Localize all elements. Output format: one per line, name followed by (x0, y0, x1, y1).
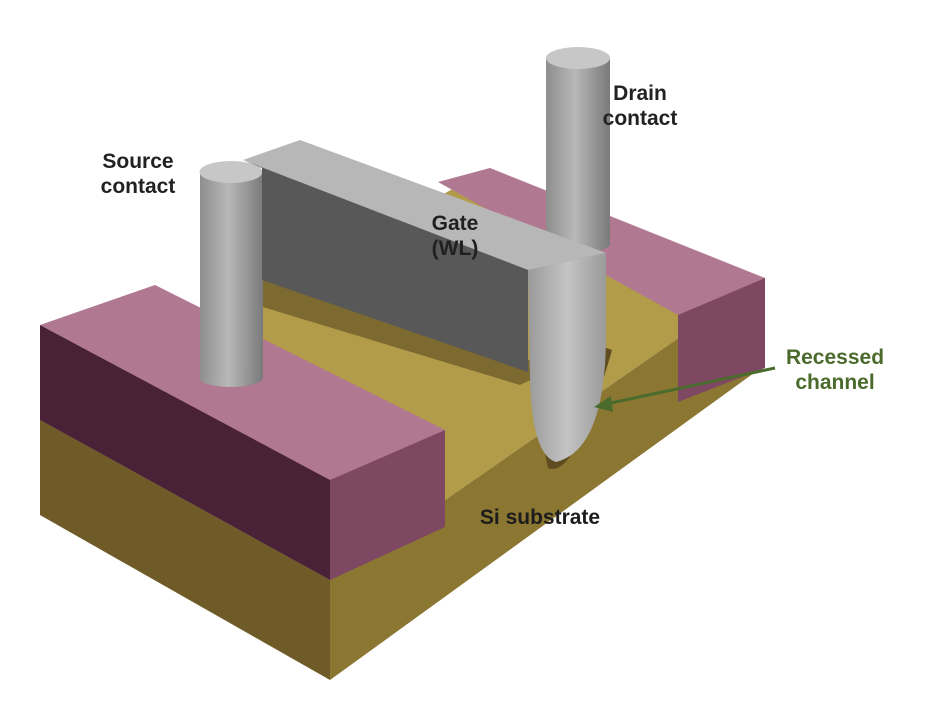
arrow-head (594, 396, 613, 412)
substrate-front-face (40, 420, 330, 680)
substrate-right-face (330, 278, 765, 680)
source-contact-label: Source contact (100, 150, 176, 198)
source-contact-top (199, 161, 263, 183)
source-diffusion-front (40, 325, 330, 580)
drain-contact (546, 47, 610, 253)
si-substrate-label: Si substrate (479, 506, 601, 529)
gate-front-face (243, 160, 528, 372)
gate-end-face-recess (528, 253, 606, 462)
drain-contact-top (546, 47, 610, 69)
recessed-channel-arrow (594, 366, 776, 412)
gate-top-face (243, 140, 606, 270)
gate-label: Gate (WL) (431, 212, 479, 260)
gate-word-line (243, 140, 606, 462)
source-contact-body (200, 172, 263, 378)
source-contact-bottom (199, 369, 263, 387)
drain-contact-label: Drain contact (602, 82, 678, 130)
trench-shadow (200, 272, 555, 385)
recessed-channel-label: Recessed channel (785, 346, 885, 394)
drain-diffusion-right (678, 278, 765, 402)
arrow-shaft (605, 366, 776, 406)
drain-contact-body (546, 58, 610, 244)
source-diffusion-right (330, 430, 445, 580)
source-contact (199, 161, 263, 387)
